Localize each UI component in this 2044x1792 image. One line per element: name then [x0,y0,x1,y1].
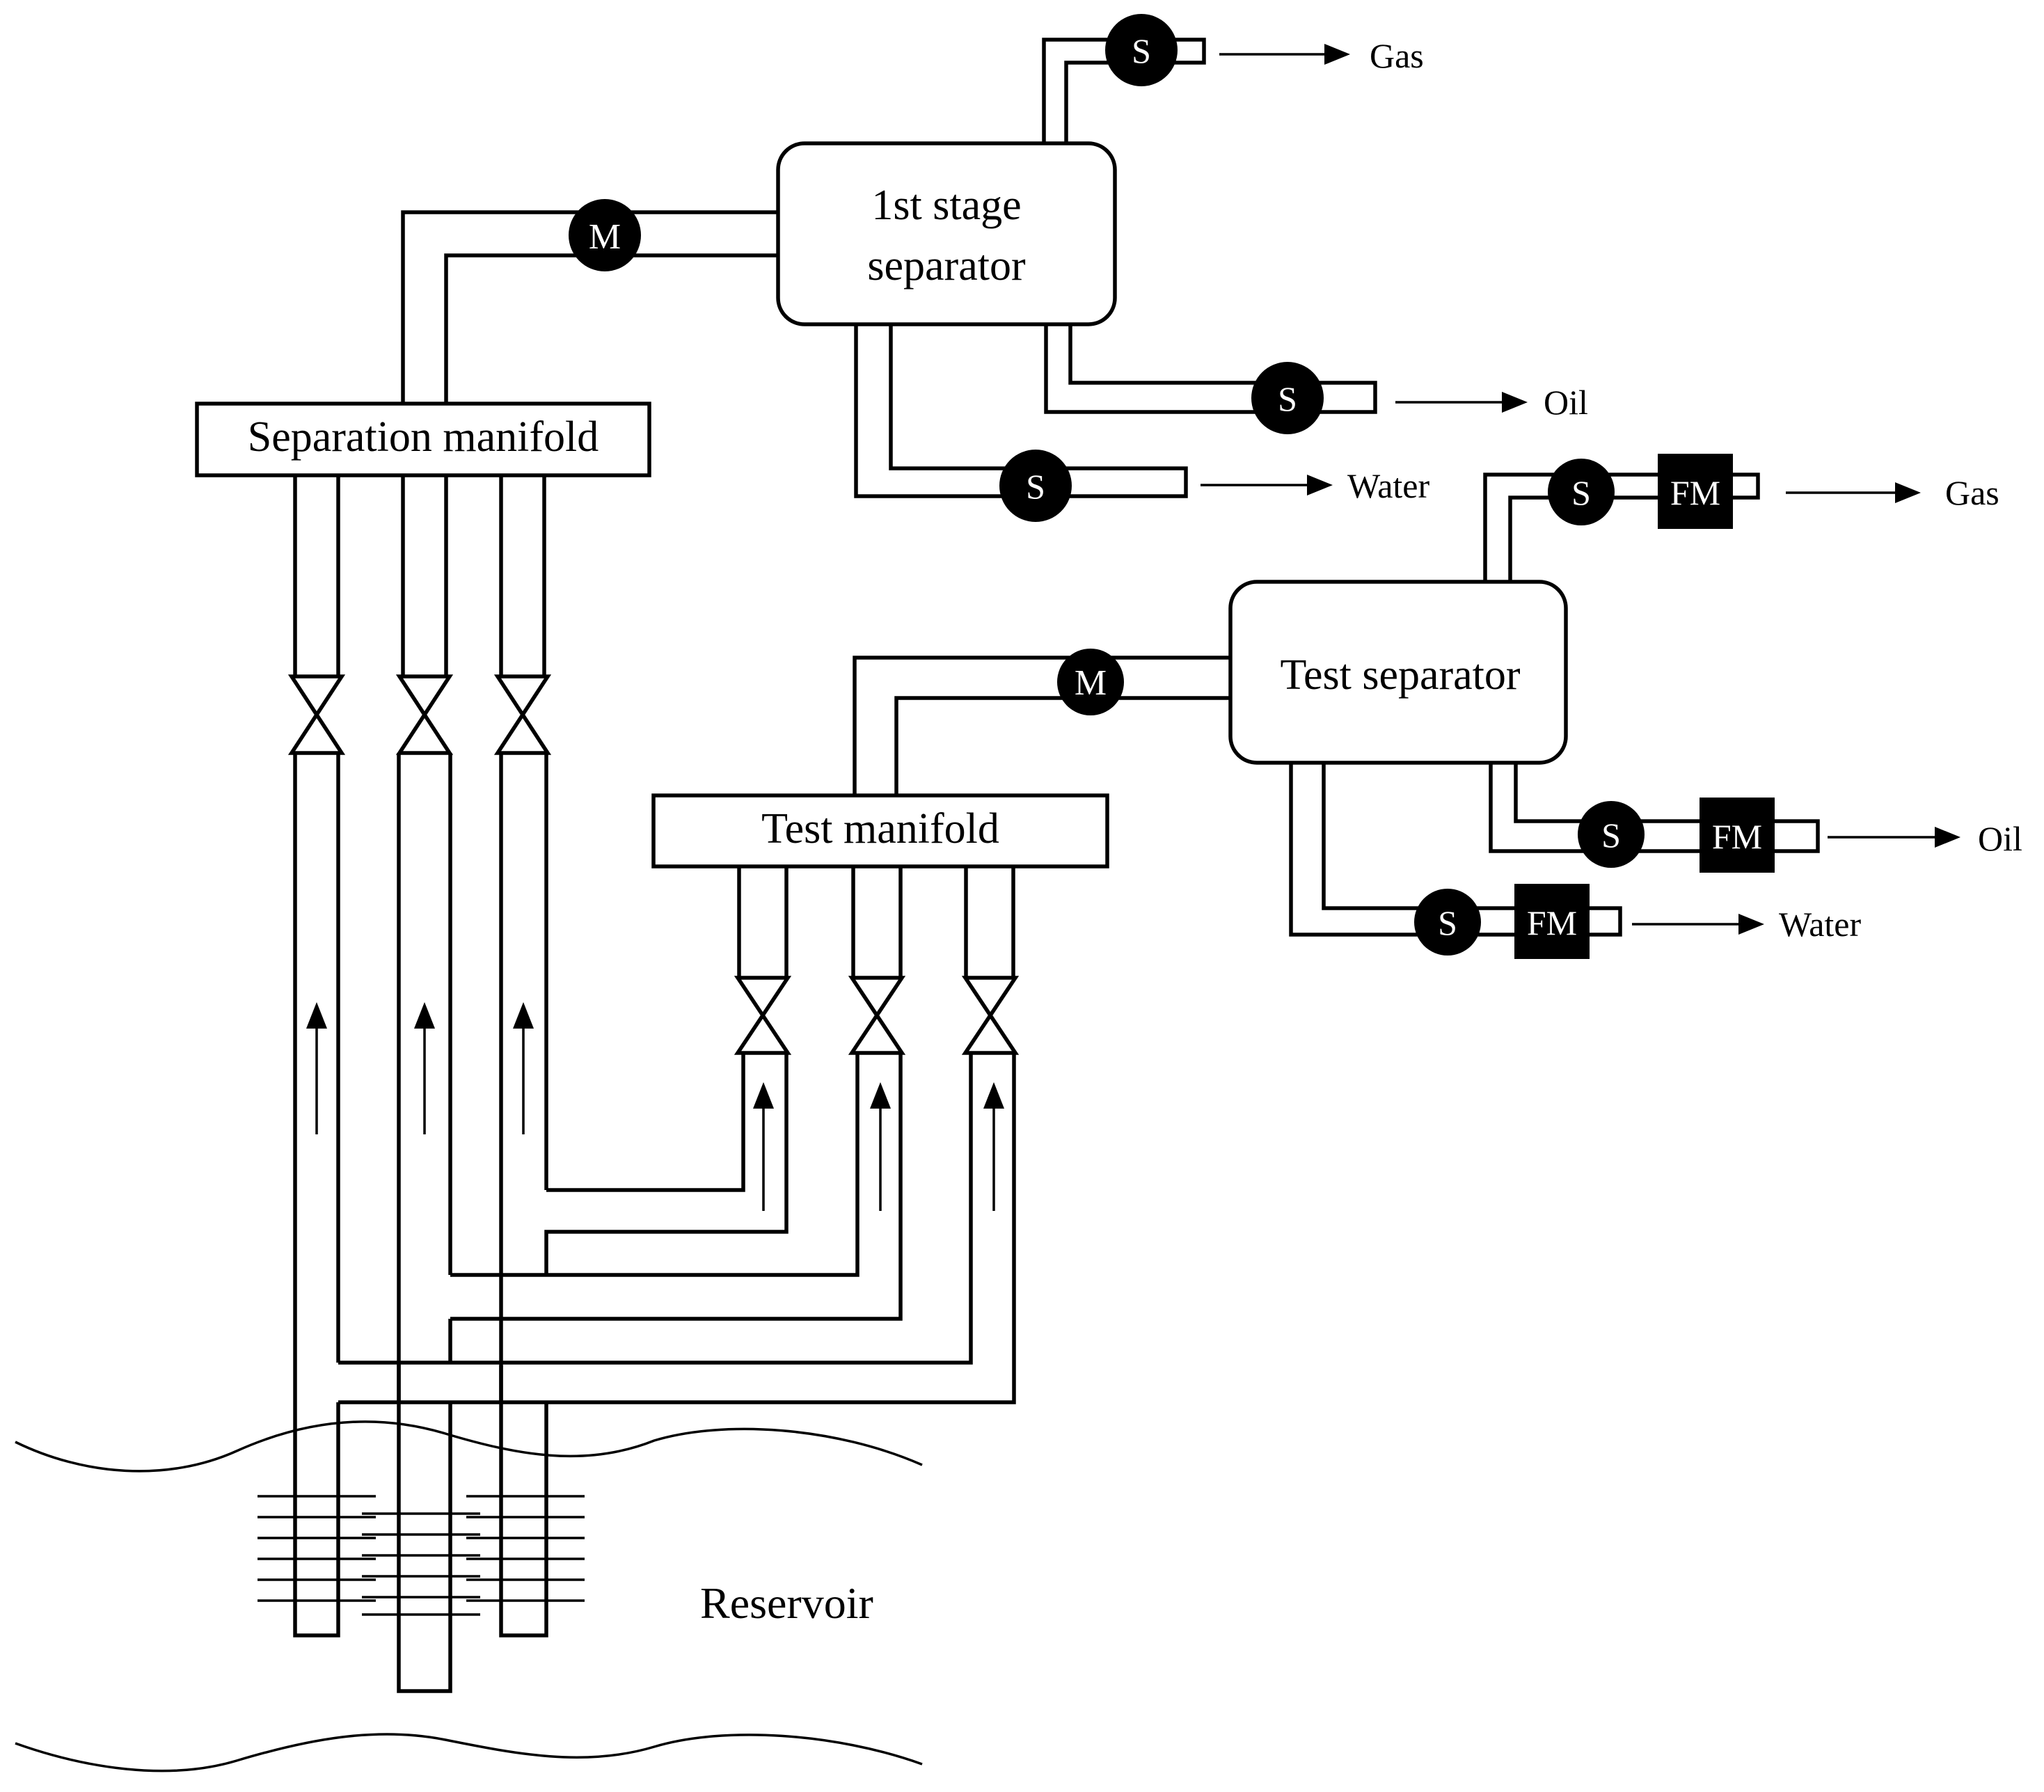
valve-test-1 [734,976,792,1055]
first-stage-outlets [854,38,1377,498]
sampler-first-water: S [999,450,1072,522]
separation-manifold: Separation manifold [195,402,651,477]
sampler-label: S [1026,467,1045,506]
test-oil-label: Oil [1978,819,2022,858]
flow-meter-test-oil: FM [1700,798,1775,873]
reservoir-label: Reservoir [700,1578,873,1628]
inlet-pipe-test-separator [853,656,1230,795]
first-stage-water-label: Water [1347,466,1429,505]
reservoir-boundaries [15,1420,923,1773]
sampler-label: S [1571,473,1591,512]
sampler-first-oil: S [1251,362,1324,434]
test-manifold: Test manifold [651,793,1109,869]
test-manifold-label: Test manifold [761,805,999,853]
separation-manifold-label: Separation manifold [248,413,599,461]
meter-test: M [1057,649,1124,715]
meter-label: M [1075,663,1107,703]
test-separator-label: Test separator [1280,651,1520,699]
valves [287,674,1020,1055]
meter-first-stage: M [569,199,641,271]
test-gas-label: Gas [1945,473,1999,512]
sampler-label: S [1601,816,1621,855]
flow-meter-test-gas: FM [1658,454,1733,529]
sampler-label: S [1278,379,1297,418]
test-lines [338,866,1016,1404]
sampler-test-gas: S [1548,459,1615,525]
flow-meter-label: FM [1527,903,1577,942]
valve-sep-1 [287,674,346,755]
meter-label: M [589,217,621,257]
flow-meter-label: FM [1670,473,1720,512]
output-arrows [1201,44,1960,935]
well-tubes [293,475,548,1693]
first-stage-gas-label: Gas [1370,36,1424,75]
first-stage-separator-line2: separator [867,242,1026,290]
sampler-first-gas: S [1105,14,1178,86]
valve-test-3 [961,976,1020,1055]
first-stage-oil-label: Oil [1544,383,1588,422]
flow-meter-label: FM [1712,817,1762,856]
perforations [258,1495,585,1616]
first-stage-separator: 1st stage separator [776,141,1117,326]
output-labels: Gas Oil Water Gas Oil Water [1347,36,2022,944]
flow-arrows [306,1002,1004,1211]
test-separator: Test separator [1228,580,1568,765]
valve-test-2 [848,976,906,1055]
sampler-label: S [1438,903,1457,942]
sampler-test-oil: S [1578,801,1645,868]
sampler-label: S [1132,31,1151,70]
sampler-test-water: S [1414,889,1481,956]
valve-sep-2 [395,674,454,755]
valve-sep-3 [493,674,552,755]
test-water-label: Water [1779,905,1861,944]
inlet-pipe-first-stage [401,210,778,404]
first-stage-separator-line1: 1st stage [871,182,1021,229]
flow-meter-test-water: FM [1514,884,1590,959]
test-separator-outlets [1289,473,1820,937]
